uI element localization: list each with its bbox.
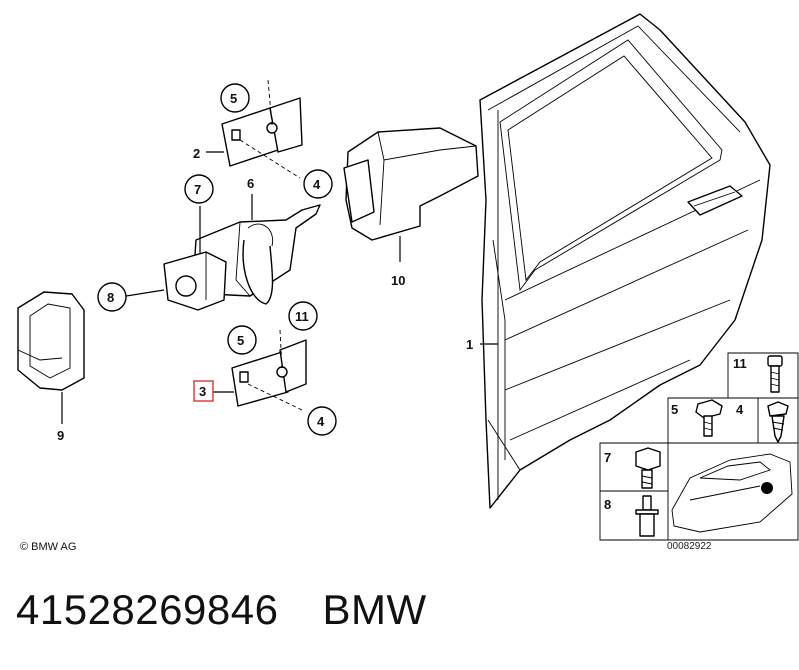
stud-8-icon <box>635 495 659 537</box>
callout-7: 7 <box>194 182 201 197</box>
legend-5: 5 <box>671 402 678 417</box>
car-location-icon <box>671 453 793 533</box>
callout-4-lower: 4 <box>317 414 325 429</box>
rear-door-drawing <box>479 13 771 509</box>
part-8-drawing <box>125 206 227 311</box>
bolt-11-icon <box>767 355 783 393</box>
callout-4-upper: 4 <box>313 177 321 192</box>
callout-6: 6 <box>247 176 254 191</box>
footer-caption: 41528269846 BMW <box>16 586 471 634</box>
screw-5-icon <box>695 399 723 437</box>
part-2-drawing <box>206 79 303 179</box>
callout-3: 3 <box>199 384 206 399</box>
callout-1: 1 <box>466 337 473 352</box>
callout-10: 10 <box>391 273 405 288</box>
legend-4: 4 <box>736 402 744 417</box>
part-number: 41528269846 <box>16 586 279 633</box>
legend-11: 11 <box>733 356 747 371</box>
location-dot <box>761 482 773 494</box>
callout-5-lower: 5 <box>237 333 244 348</box>
part-10-drawing <box>343 127 479 262</box>
fastener-legend: 11 5 4 7 8 <box>599 352 799 541</box>
drawing-code: 00082922 <box>667 541 712 552</box>
callout-11: 11 <box>295 309 309 324</box>
screw-4-icon <box>767 401 789 443</box>
part-9-drawing <box>17 291 85 424</box>
brand-name: BMW <box>322 586 427 633</box>
callout-3-highlight-box <box>193 380 214 402</box>
legend-7: 7 <box>604 450 611 465</box>
callout-5-upper: 5 <box>230 91 237 106</box>
callout-8: 8 <box>107 290 114 305</box>
copyright-text: © BMW AG <box>20 541 77 553</box>
callout-9: 9 <box>57 428 64 443</box>
callouts: 1 2 3 4 4 5 5 6 7 8 9 10 11 <box>57 83 498 443</box>
callout-2: 2 <box>193 146 200 161</box>
legend-8: 8 <box>604 497 611 512</box>
part-3-drawing <box>212 329 307 411</box>
bolt-7-icon <box>635 447 661 489</box>
